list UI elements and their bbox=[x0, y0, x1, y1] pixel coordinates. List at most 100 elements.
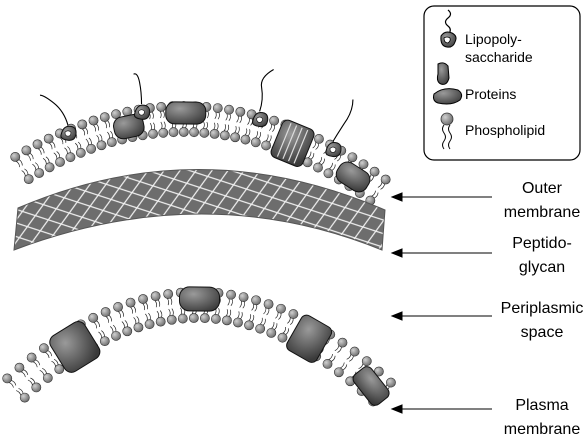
lipopolysaccharide-label-2: saccharide bbox=[465, 49, 533, 65]
phospholipid-head bbox=[167, 315, 176, 324]
phospholipid-head bbox=[213, 103, 222, 112]
phospholipid-head bbox=[334, 368, 343, 377]
lps-o-antigen bbox=[333, 99, 353, 141]
phospholipid-head bbox=[359, 160, 368, 169]
arrow-peptidoglycan bbox=[392, 249, 492, 257]
phospholipid-head bbox=[156, 317, 165, 326]
phospholipid-head bbox=[43, 373, 52, 382]
phospholipid-head bbox=[338, 338, 347, 347]
phospholipid-head bbox=[224, 105, 233, 114]
phospholipid-head bbox=[138, 294, 147, 303]
phospholipid-head bbox=[55, 157, 64, 166]
phospholipid-head bbox=[123, 327, 132, 336]
phospholipid-head bbox=[251, 138, 260, 147]
structure-labels: Outer membrane Peptido- glycan Periplasm… bbox=[501, 180, 584, 438]
phospholipid-head bbox=[267, 328, 276, 337]
phospholipid-head bbox=[386, 378, 395, 387]
phospholipid-head bbox=[276, 304, 285, 313]
phospholipid-head bbox=[11, 152, 20, 161]
outer-membrane-label-1: Outer bbox=[522, 180, 563, 197]
label-arrows bbox=[392, 193, 492, 413]
phospholipid-head bbox=[20, 393, 29, 402]
lps-highlight bbox=[257, 117, 263, 123]
phospholipid-head bbox=[256, 324, 265, 333]
periplasmic-space-label-1: Periplasmic bbox=[501, 300, 584, 317]
proteins-label: Proteins bbox=[465, 86, 516, 102]
phospholipid-head bbox=[87, 144, 96, 153]
phospholipid-head bbox=[151, 292, 160, 301]
arrow-plasma-membrane bbox=[392, 405, 492, 413]
phospholipid-head bbox=[210, 129, 219, 138]
phospholipid-head bbox=[159, 128, 168, 137]
phospholipid-head bbox=[278, 333, 287, 342]
phospholipid-label: Phospholipid bbox=[465, 122, 545, 138]
phospholipid-head bbox=[262, 141, 271, 150]
phospholipid-head bbox=[178, 314, 187, 323]
phospholipid-head bbox=[39, 344, 48, 353]
phospholipid-head bbox=[66, 153, 75, 162]
phospholipid-head bbox=[100, 113, 109, 122]
lps-o-antigen bbox=[134, 74, 142, 104]
outer-membrane-label-2: membrane bbox=[504, 204, 581, 221]
phospholipid-head bbox=[226, 290, 235, 299]
phospholipid-head bbox=[239, 292, 248, 301]
phospholipid-head bbox=[111, 331, 120, 340]
phospholipid-head bbox=[169, 128, 178, 137]
phospholipid-head bbox=[244, 321, 253, 330]
phospholipid-head bbox=[44, 134, 53, 143]
phospholipid-head bbox=[264, 300, 273, 309]
phospholipid-head bbox=[35, 168, 44, 177]
lps-highlight bbox=[65, 131, 71, 137]
phospholipid-head bbox=[134, 323, 143, 332]
phospholipid-head bbox=[220, 131, 229, 140]
phospholipid-head bbox=[323, 359, 332, 368]
lps-highlight bbox=[139, 110, 145, 116]
phospholipid-head bbox=[189, 313, 198, 322]
phospholipid-head bbox=[233, 318, 242, 327]
phospholipid-head bbox=[324, 169, 333, 178]
phospholipid-head bbox=[3, 374, 12, 383]
legend: Lipopoly- saccharide Proteins Phospholip… bbox=[424, 6, 580, 160]
phospholipid-head bbox=[24, 175, 33, 184]
peptidoglycan-label-2: glycan bbox=[519, 259, 565, 276]
phospholipid-head bbox=[97, 141, 106, 150]
phospholipid-head bbox=[270, 116, 279, 125]
phospholipid-head bbox=[145, 320, 154, 329]
phospholipid-head bbox=[78, 120, 87, 129]
phospholipid-head bbox=[126, 298, 135, 307]
phospholipid-head bbox=[15, 363, 24, 372]
plasma-membrane-bilayer bbox=[3, 287, 396, 408]
arrow-periplasmic-space bbox=[392, 312, 492, 320]
periplasmic-space-label-2: space bbox=[521, 324, 564, 341]
phospholipid-head bbox=[32, 383, 41, 392]
phospholipid-head bbox=[76, 148, 85, 157]
phospholipid-head bbox=[211, 314, 220, 323]
phospholipid-head bbox=[22, 146, 31, 155]
lps-highlight bbox=[330, 147, 336, 153]
phospholipid-head bbox=[107, 138, 116, 147]
lipopolysaccharide-label-1: Lipopoly- bbox=[465, 31, 522, 47]
phospholipid-head bbox=[164, 289, 173, 298]
phospholipid-head bbox=[370, 167, 379, 176]
phospholipid-head bbox=[100, 337, 109, 346]
phospholipid-head bbox=[200, 314, 209, 323]
arrow-outer-membrane bbox=[392, 193, 492, 201]
phospholipid-head bbox=[113, 302, 122, 311]
plasma-membrane-label-1: Plasma bbox=[515, 397, 568, 414]
plasma-membrane-label-2: membrane bbox=[504, 421, 581, 438]
lps-o-antigen bbox=[260, 69, 274, 111]
phospholipid-head bbox=[236, 107, 245, 116]
phospholipid-head bbox=[101, 307, 110, 316]
phospholipid-head bbox=[231, 133, 240, 142]
phospholipid-head bbox=[148, 129, 157, 138]
phospholipid-head bbox=[89, 116, 98, 125]
phospholipid-head bbox=[222, 316, 231, 325]
membrane-protein bbox=[166, 102, 206, 124]
phospholipid-head bbox=[252, 296, 261, 305]
phospholipid-head bbox=[241, 135, 250, 144]
lps-o-antigen bbox=[40, 95, 68, 125]
phospholipid-head bbox=[381, 175, 390, 184]
phospholipid-head bbox=[362, 357, 371, 366]
peptidoglycan-band bbox=[14, 169, 385, 250]
